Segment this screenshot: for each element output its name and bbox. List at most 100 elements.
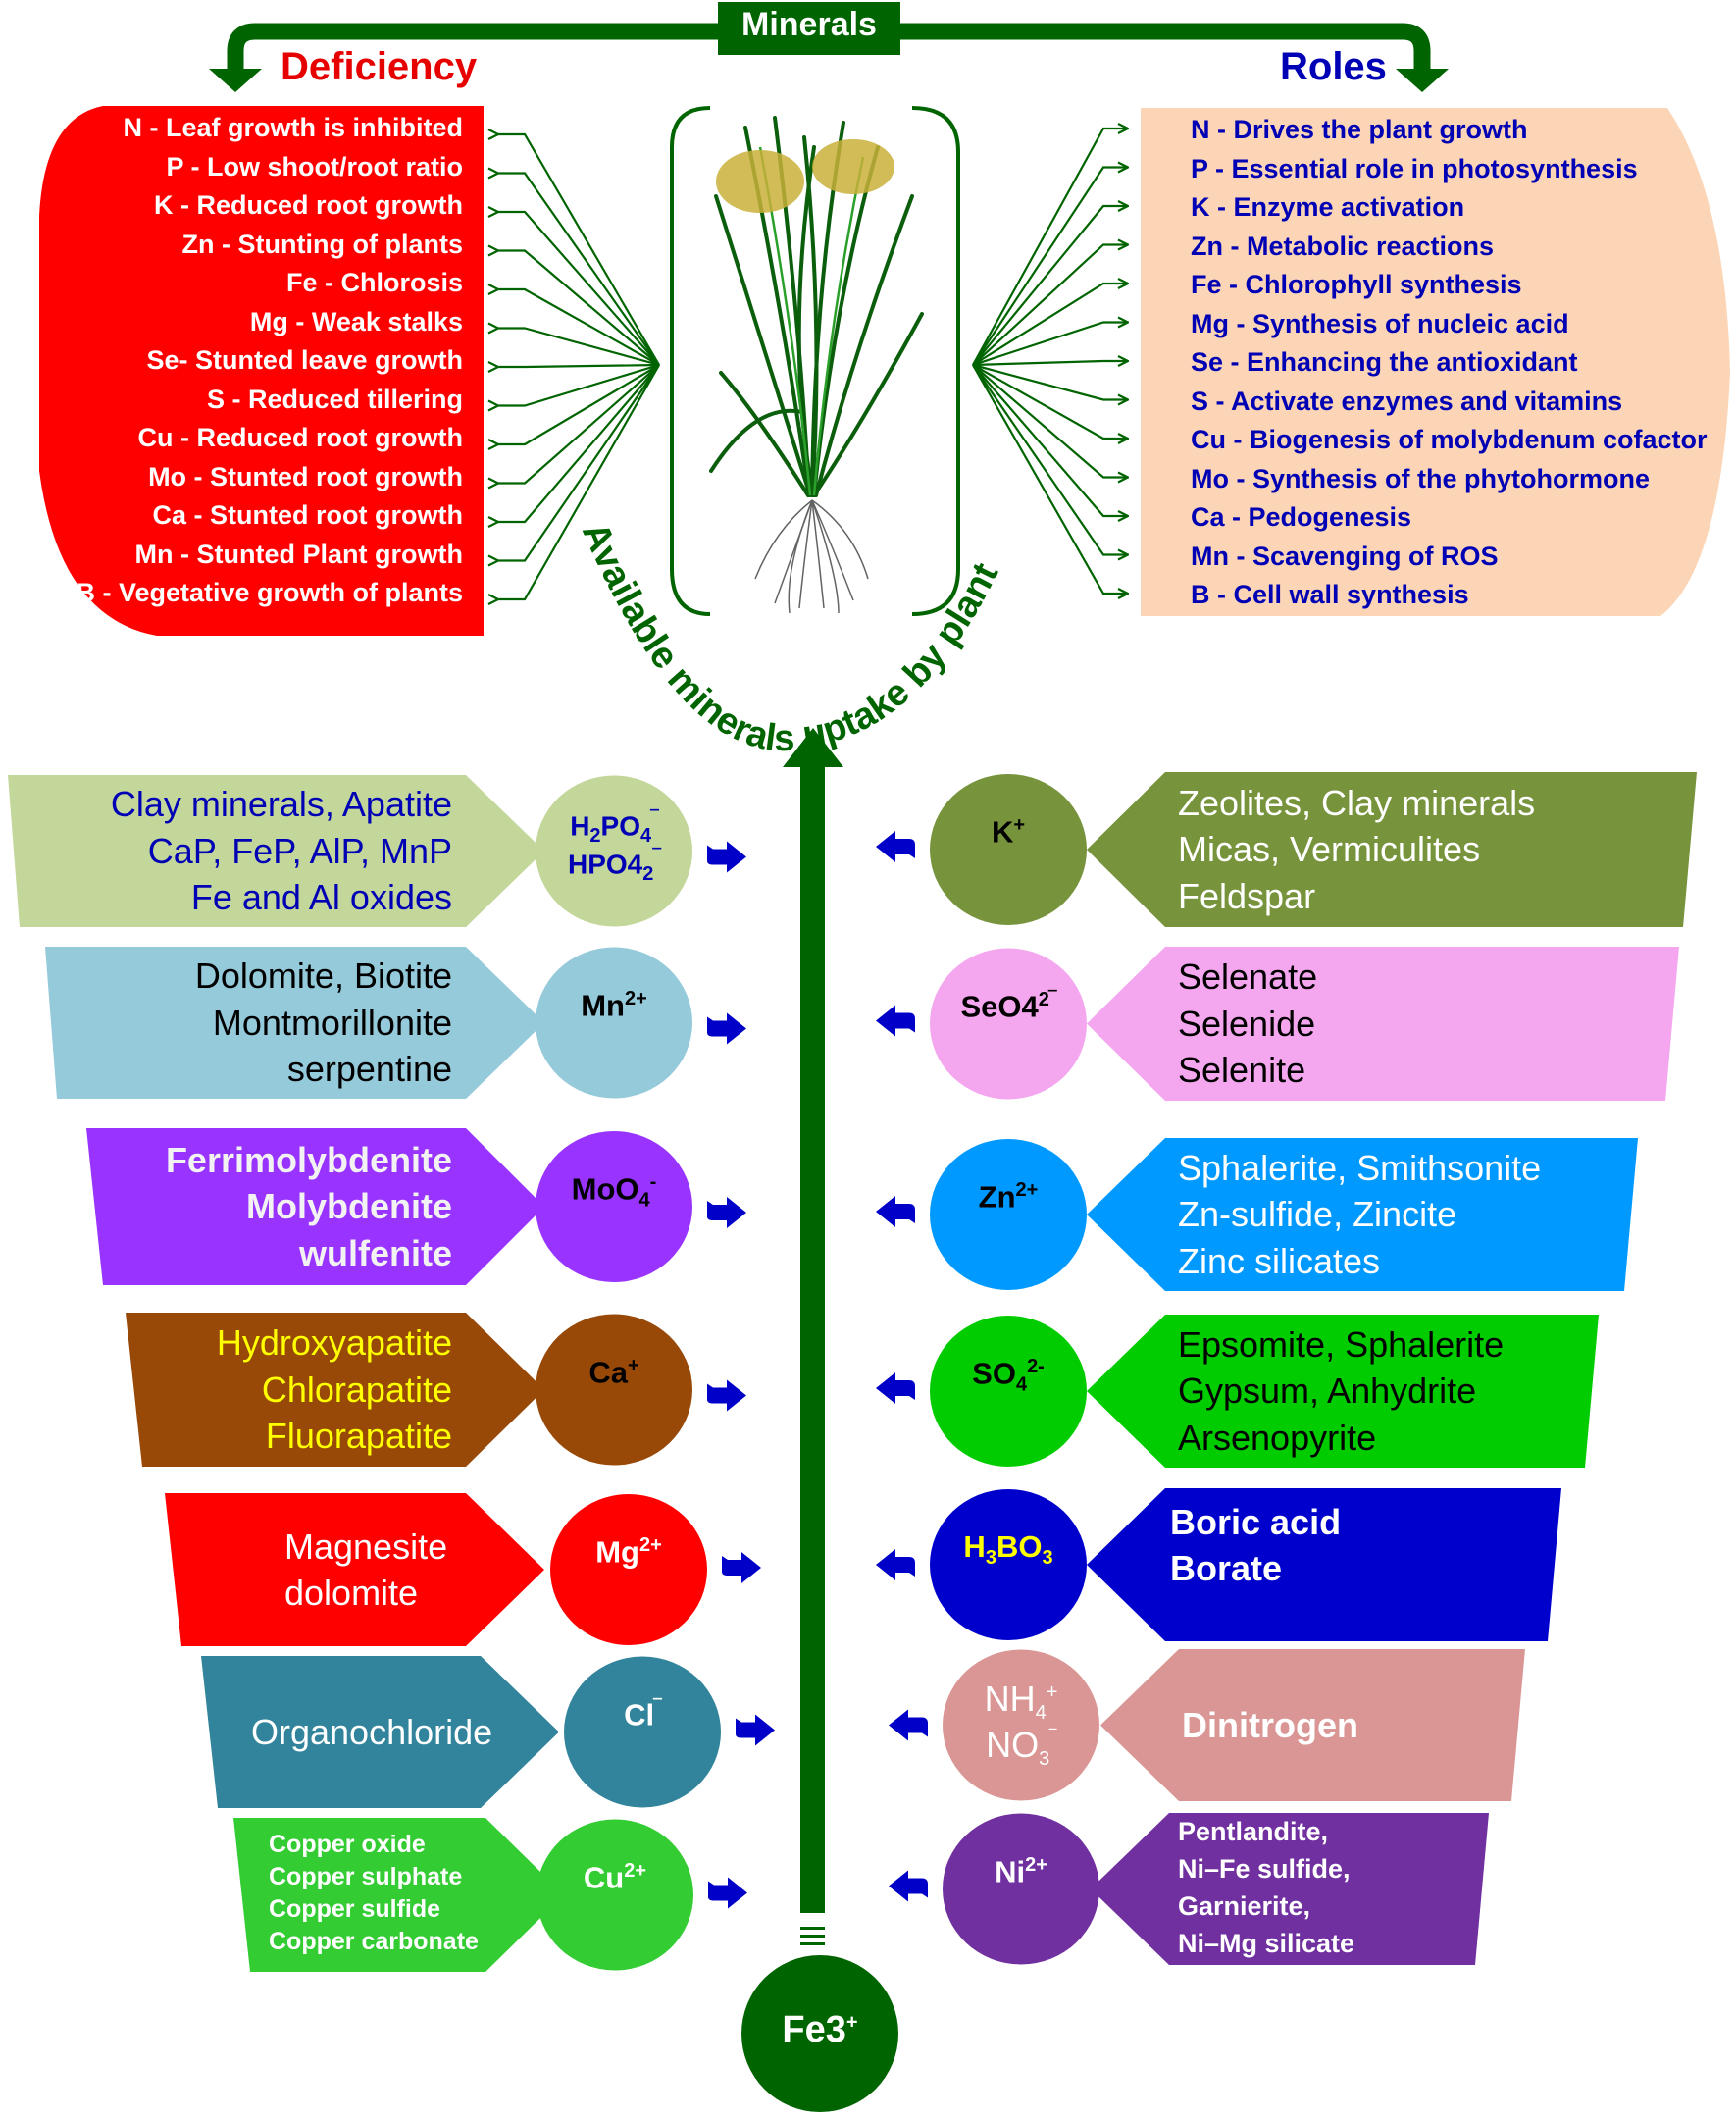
mineral-name: serpentine <box>286 1049 452 1090</box>
mineral-name: Clay minerals, Apatite <box>110 784 452 825</box>
mineral-name: Selenite <box>1178 1050 1306 1091</box>
plant-bracket-left <box>670 106 711 616</box>
role-connector-arrow-icon <box>972 364 1128 439</box>
role-item: K - Enzyme activation <box>1191 192 1465 222</box>
mineral-name: Molybdenite <box>245 1186 452 1227</box>
mineral-name: Ni–Mg silicate <box>1178 1928 1355 1958</box>
left-mineral-source-shape <box>86 1128 544 1285</box>
arrow-right-icon <box>707 1012 746 1045</box>
arrow-head-deficiency-icon <box>209 69 262 92</box>
mineral-name: Selenide <box>1178 1003 1316 1044</box>
arrow-left-icon <box>876 1196 915 1227</box>
deficiency-panel <box>39 106 484 636</box>
mineral-name: Copper sulfide <box>269 1894 441 1923</box>
mineral-name: Feldspar <box>1178 875 1316 916</box>
role-connector-arrow-icon <box>972 364 1128 478</box>
role-item: Mg - Synthesis of nucleic acid <box>1191 308 1569 338</box>
left-mineral-source-shape <box>8 775 544 927</box>
left-ion-label: Mg2+ <box>595 1534 662 1570</box>
deficiency-item: Se- Stunted leave growth <box>146 345 463 375</box>
left-ion-circle <box>536 947 692 1099</box>
arrow-right-icon <box>707 1197 746 1228</box>
mineral-name: Garnierite, <box>1178 1890 1311 1921</box>
arrow-to-deficiency <box>227 23 726 71</box>
mineral-name: Borate <box>1170 1548 1283 1589</box>
left-ion-circle <box>564 1656 721 1808</box>
deficiency-item: B - Vegetative growth of plants <box>76 578 463 607</box>
role-connector-arrow-icon <box>972 364 1128 516</box>
right-ion-circle <box>930 948 1087 1100</box>
right-mineral-source-shape <box>1087 1488 1561 1641</box>
deficiency-connector-arrow-icon <box>498 364 660 484</box>
right-ion-label: Zn2+ <box>978 1179 1039 1215</box>
deficiency-connectors <box>498 134 660 599</box>
role-item: Fe - Chlorophyll synthesis <box>1191 270 1522 299</box>
mineral-name: Ferrimolybdenite <box>165 1139 452 1180</box>
left-mineral-source-shape <box>165 1493 544 1646</box>
page-title: Minerals <box>741 6 877 43</box>
arrow-left-icon <box>876 1549 915 1580</box>
mineral-name: CaP, FeP, AlP, MnP <box>147 830 452 871</box>
left-mineral-source-shape <box>45 947 544 1099</box>
role-item: P - Essential role in photosynthesis <box>1191 153 1638 183</box>
mineral-name: Copper oxide <box>269 1830 426 1858</box>
arrow-right-icon <box>707 841 746 873</box>
role-connector-arrow-icon <box>972 168 1128 366</box>
left-mineral-source-shape <box>201 1656 559 1808</box>
deficiency-connector-arrow-icon <box>498 251 660 366</box>
right-mineral-source-shape <box>1087 947 1679 1101</box>
central-arrow-shaft <box>800 763 825 1913</box>
mineral-name: Zeolites, Clay minerals <box>1178 782 1536 823</box>
roles-panel <box>1141 108 1730 616</box>
mineral-name: Copper carbonate <box>269 1927 479 1955</box>
arrow-head-roles-icon <box>1396 69 1449 92</box>
deficiency-item: Ca - Stunted root growth <box>152 500 463 530</box>
arrow-right-icon <box>707 1379 746 1412</box>
left-mineral-list: Magnesite dolomite <box>284 1524 447 1617</box>
right-mineral-source-shape <box>1087 1315 1599 1468</box>
deficiency-connector-arrow-icon <box>498 364 660 522</box>
deficiency-item: Mg - Weak stalks <box>249 306 463 336</box>
mineral-name: Epsomite, Sphalerite <box>1178 1323 1505 1365</box>
deficiency-item: Fe - Chlorosis <box>285 268 463 297</box>
arrow-left-icon <box>876 1372 915 1404</box>
mineral-name: Magnesite <box>284 1525 448 1567</box>
arrow-left-icon <box>889 1870 928 1902</box>
mineral-name: Zn-sulfide, Zincite <box>1178 1194 1457 1235</box>
role-connector-arrow-icon <box>972 364 1128 555</box>
right-ion-label: SO42- <box>972 1356 1045 1396</box>
mineral-name: Sphalerite, Smithsonite <box>1178 1147 1542 1188</box>
role-item: Zn - Metabolic reactions <box>1191 231 1495 261</box>
deficiency-connector-arrow-icon <box>498 174 660 366</box>
deficiency-item: K - Reduced root growth <box>154 190 463 220</box>
role-connector-arrow-icon <box>972 206 1128 366</box>
deficiency-connector-arrow-icon <box>498 329 660 367</box>
fe-ion-circle <box>741 1955 898 2112</box>
deficiency-connector-arrow-icon <box>498 289 660 366</box>
deficiency-item: N - Leaf growth is inhibited <box>123 113 464 142</box>
role-connector-arrow-icon <box>972 361 1128 365</box>
left-ion-label: Ca+ <box>588 1354 639 1389</box>
deficiency-connector-arrow-icon <box>498 364 660 561</box>
mineral-name: Boric acid <box>1170 1501 1342 1542</box>
central-arrow-head-icon <box>783 728 843 767</box>
deficiency-item: Cu - Reduced root growth <box>137 423 463 452</box>
arrow-to-roles <box>893 23 1431 71</box>
mineral-name: dolomite <box>284 1573 419 1614</box>
arrow-right-icon <box>708 1877 747 1909</box>
roles-connectors <box>972 129 1128 594</box>
role-item: N - Drives the plant growth <box>1191 115 1528 144</box>
role-item: Mn - Scavenging of ROS <box>1191 541 1499 571</box>
arrow-left-icon <box>876 1005 915 1037</box>
plant-bracket-right <box>911 106 960 616</box>
left-ion-label: MoO4- <box>571 1171 657 1212</box>
mineral-name: Selenate <box>1178 957 1318 998</box>
left-ion-circle <box>536 1314 692 1466</box>
deficiency-connector-arrow-icon <box>498 212 660 366</box>
